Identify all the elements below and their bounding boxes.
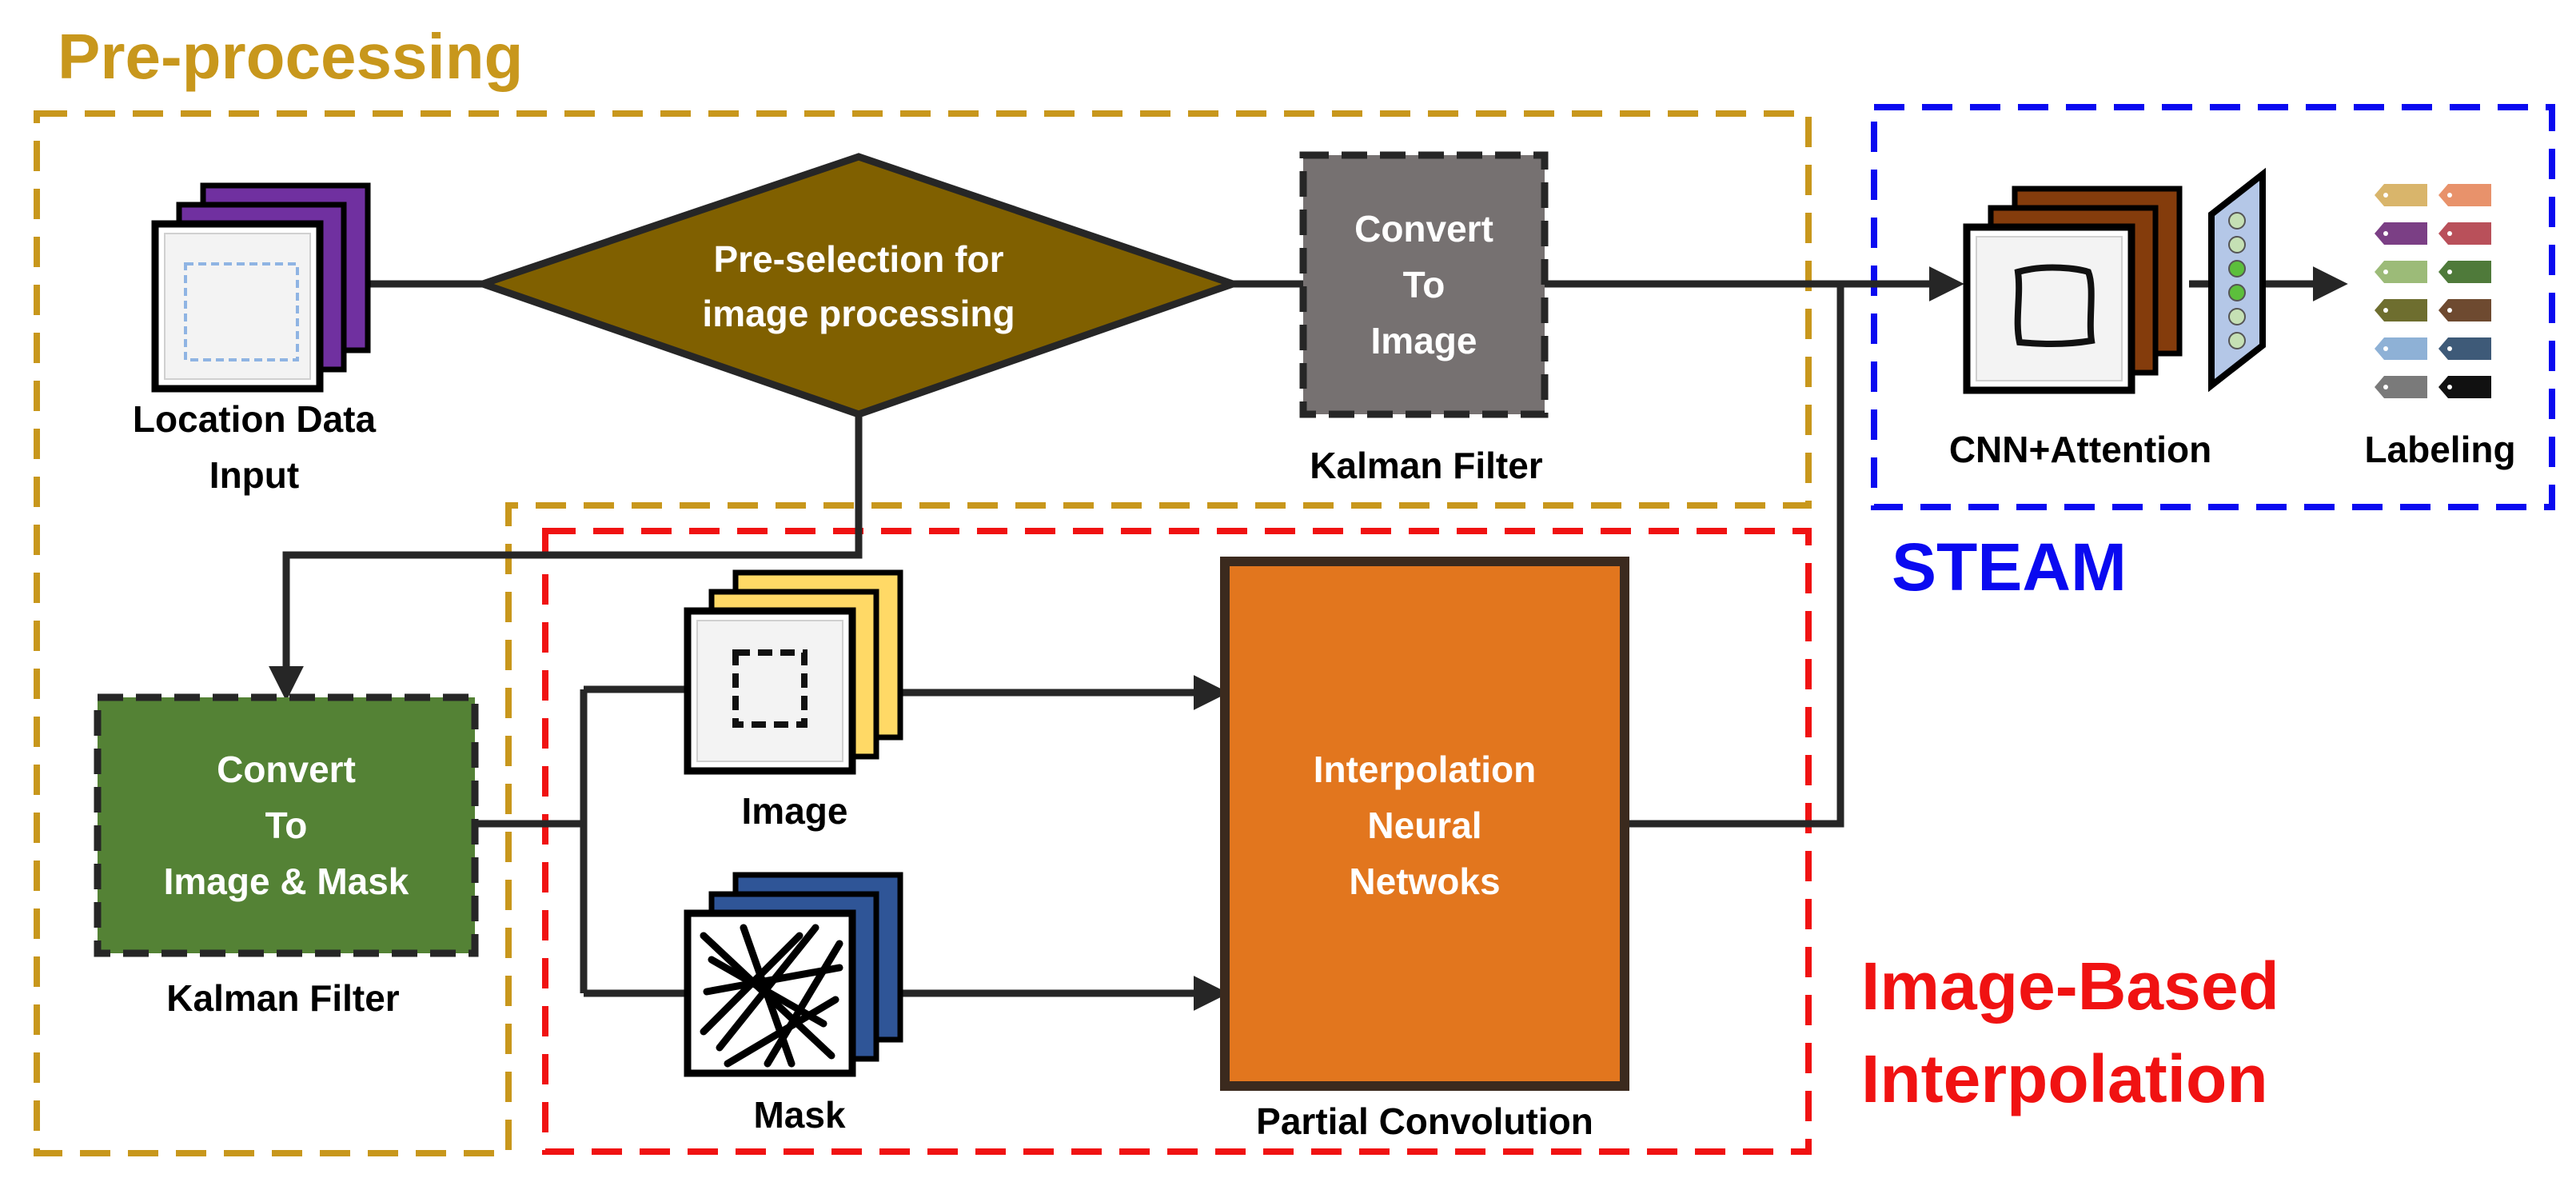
tag-hole (2383, 308, 2388, 313)
location-input-stack-icon (151, 182, 371, 393)
cnn-stack-icon (1963, 186, 2183, 394)
tag-hole (2447, 231, 2452, 236)
steam-title: STEAM (1892, 529, 2127, 605)
interp-nn-line1: Interpolation (1314, 749, 1537, 790)
cnn-caption: CNN+Attention (1949, 429, 2211, 470)
tag-icon (2375, 337, 2427, 360)
tag-hole (2383, 231, 2388, 236)
convert-image-line1: Convert (1354, 208, 1493, 250)
labeling-tags (2375, 184, 2491, 398)
convert-image-box (1299, 151, 1549, 418)
convert-image-mask-line3: Image & Mask (164, 861, 409, 902)
location-input-label-line1: Location Data (133, 398, 377, 440)
interpolation-title-line1: Image-Based (1861, 948, 2279, 1024)
tag-icon (2438, 261, 2491, 283)
tag-icon (2438, 376, 2491, 398)
tag-hole (2447, 346, 2452, 351)
location-input-label-line2: Input (209, 454, 299, 496)
tag-icon (2438, 184, 2491, 206)
tag-icon (2438, 222, 2491, 245)
image-stack-icon (684, 569, 903, 775)
interp-nn-caption: Partial Convolution (1256, 1100, 1593, 1142)
tag-hole (2383, 385, 2388, 389)
connector-diamond-to-mask-convert (269, 414, 863, 701)
tag-icon (2375, 222, 2427, 245)
tag-hole (2447, 193, 2452, 198)
steam-region (1871, 104, 2555, 510)
preprocessing-title: Pre-processing (58, 21, 523, 92)
tag-hole (2383, 346, 2388, 351)
tag-icon (2438, 299, 2491, 321)
image-stack-caption: Image (742, 790, 848, 832)
tag-icon (2375, 261, 2427, 283)
tag-icon (2375, 184, 2427, 206)
convert-image-line3: Image (1371, 320, 1477, 361)
interp-nn-line3: Netwoks (1349, 861, 1500, 902)
tag-icon (2375, 299, 2427, 321)
interp-nn-box (1220, 557, 1629, 1091)
preselection-diamond (472, 153, 1244, 418)
mask-stack-icon (684, 872, 903, 1077)
preselection-line1: Pre-selection for (714, 238, 1004, 280)
tag-icon (2375, 376, 2427, 398)
tag-hole (2383, 270, 2388, 274)
mask-stack-caption: Mask (753, 1094, 845, 1136)
tag-hole (2447, 270, 2452, 274)
convert-image-mask-caption: Kalman Filter (166, 977, 400, 1019)
labeling-caption: Labeling (2364, 429, 2515, 470)
preprocessing-region (34, 110, 1812, 1156)
convert-image-line2: To (1403, 264, 1446, 305)
preselection-line2: image processing (702, 293, 1015, 334)
tag-hole (2447, 385, 2452, 389)
tag-hole (2383, 193, 2388, 198)
attention-layer-icon (2208, 167, 2266, 393)
tag-icon (2438, 337, 2491, 360)
interpolation-title-line2: Interpolation (1861, 1041, 2268, 1116)
interpolation-region (542, 528, 1812, 1155)
connector-nn-to-cnn (1625, 284, 1844, 828)
interp-nn-line2: Neural (1367, 805, 1481, 846)
convert-image-mask-line2: To (265, 805, 308, 846)
convert-image-mask-box (94, 693, 479, 957)
convert-image-caption: Kalman Filter (1310, 445, 1543, 486)
tag-hole (2447, 308, 2452, 313)
convert-image-mask-line1: Convert (217, 749, 356, 790)
